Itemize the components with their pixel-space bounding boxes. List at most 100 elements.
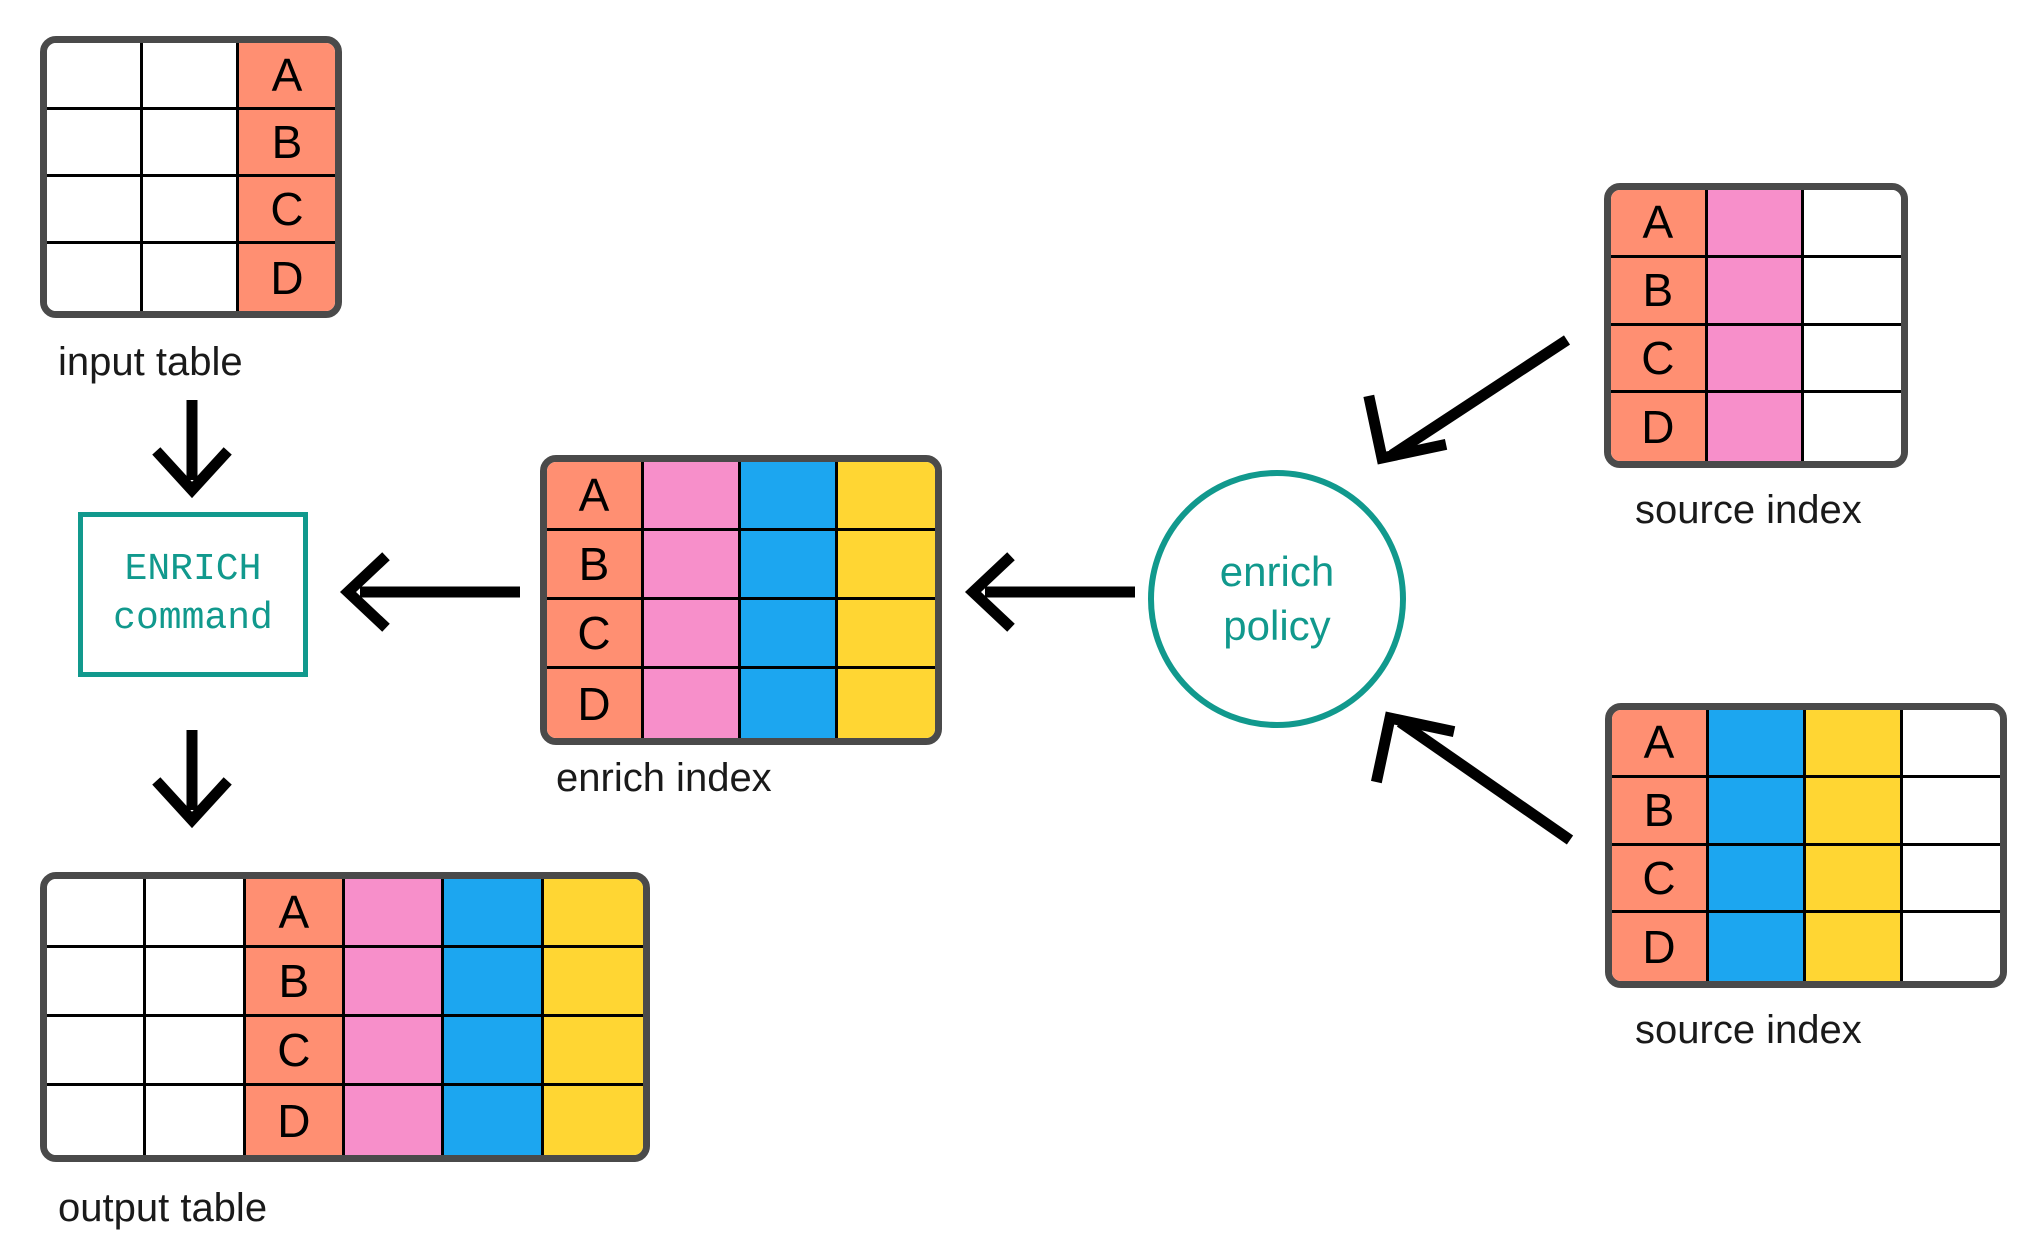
cell-blank-col-2-row-B — [146, 948, 246, 1017]
cell-pink-col-row-C — [345, 1017, 445, 1086]
source-index-top-caption: source index — [1635, 488, 1862, 532]
cell-blank-col-1-row-A — [47, 43, 143, 110]
cell-key-col-row-C: C — [547, 600, 644, 669]
cell-pink-col-row-C — [1707, 325, 1805, 394]
cell-pink-col-row-B — [644, 531, 741, 600]
arrow-input-table-to-enrich-command — [152, 400, 232, 499]
cell-blank-col-1-row-C — [47, 177, 143, 244]
cell-key-col-row-A: A — [245, 879, 345, 948]
cell-yellow-col-row-A — [838, 462, 935, 531]
cell-pink-col-row-B — [1707, 257, 1805, 326]
cell-blue-col-row-D — [1709, 913, 1806, 981]
cell-blank-col-row-A — [1804, 190, 1901, 258]
source-index-bottom-caption: source index — [1635, 1008, 1862, 1052]
cell-key-col-row-D: D — [239, 244, 335, 311]
cell-blue-col-row-A — [1709, 710, 1806, 778]
cell-key-col-row-D: D — [547, 669, 644, 738]
cell-pink-col-row-D — [1707, 393, 1805, 461]
cell-pink-col-row-A — [1707, 190, 1805, 258]
cell-blank-col-2-row-C — [143, 177, 239, 244]
cell-key-col-row-B: B — [1611, 257, 1708, 326]
cell-yellow-col-row-B — [543, 948, 643, 1017]
cell-pink-col-row-D — [644, 669, 741, 738]
cell-yellow-col-row-A — [1806, 710, 1903, 778]
cell-yellow-col-row-D — [543, 1086, 643, 1155]
cell-key-col-row-A: A — [547, 462, 644, 531]
input-table-caption: input table — [58, 340, 243, 384]
cell-yellow-col-row-B — [1806, 777, 1903, 846]
cell-blue-col-row-C — [741, 600, 838, 669]
cell-blank-col-row-D — [1903, 913, 2000, 981]
cell-blue-col-row-A — [444, 879, 544, 948]
cell-blue-col-row-A — [741, 462, 838, 531]
cell-blank-col-2-row-B — [143, 110, 239, 177]
cell-yellow-col-row-D — [838, 669, 935, 738]
cell-key-col-row-A: A — [1612, 710, 1709, 778]
cell-pink-col-row-D — [345, 1086, 445, 1155]
enrich-policy-circle[interactable]: enrich policy — [1148, 470, 1406, 728]
cell-key-col-row-B: B — [239, 110, 335, 177]
cell-blank-col-1-row-B — [47, 110, 143, 177]
arrow-source-index-top-to-enrich-policy — [1363, 335, 1571, 465]
cell-blue-col-row-C — [444, 1017, 544, 1086]
cell-blank-col-1-row-D — [47, 244, 143, 311]
cell-key-col-row-C: C — [239, 177, 335, 244]
cell-key-col-row-C: C — [1612, 845, 1709, 914]
arrow-enrich-policy-to-enrich-index — [964, 552, 1135, 632]
cell-key-col-row-B: B — [547, 531, 644, 600]
cell-blank-col-2-row-D — [146, 1086, 246, 1155]
cell-blue-col-row-B — [1709, 777, 1806, 846]
cell-yellow-col-row-C — [838, 600, 935, 669]
cell-blank-col-2-row-A — [143, 43, 239, 110]
cell-yellow-col-row-B — [838, 531, 935, 600]
cell-blank-col-1-row-B — [47, 948, 147, 1017]
cell-key-col-row-C: C — [245, 1017, 345, 1086]
cell-key-col-row-A: A — [239, 43, 335, 110]
cell-pink-col-row-A — [644, 462, 741, 531]
cell-blank-col-2-row-D — [143, 244, 239, 311]
cell-key-col-row-C: C — [1611, 325, 1708, 394]
cell-blue-col-row-B — [741, 531, 838, 600]
enrich-index-caption: enrich index — [556, 756, 772, 800]
arrow-enrich-index-to-enrich-command — [339, 552, 520, 632]
output-table-caption: output table — [58, 1186, 268, 1230]
arrow-source-index-bottom-to-enrich-policy — [1371, 711, 1574, 845]
cell-key-col-row-B: B — [1612, 777, 1709, 846]
cell-blue-col-row-D — [444, 1086, 544, 1155]
cell-blank-col-1-row-A — [47, 879, 147, 948]
cell-blank-col-2-row-C — [146, 1017, 246, 1086]
cell-blank-col-row-B — [1903, 777, 2000, 846]
cell-key-col-row-A: A — [1611, 190, 1708, 258]
cell-key-col-row-D: D — [245, 1086, 345, 1155]
enrich-command-line-2: command — [113, 596, 273, 640]
cell-blue-col-row-C — [1709, 845, 1806, 914]
cell-blank-col-row-A — [1903, 710, 2000, 778]
enrich-command-box[interactable]: ENRICH command — [78, 512, 308, 677]
cell-blank-col-row-C — [1804, 325, 1901, 394]
cell-blank-col-1-row-C — [47, 1017, 147, 1086]
cell-yellow-col-row-A — [543, 879, 643, 948]
cell-blue-col-row-D — [741, 669, 838, 738]
enrich-policy-line-2: policy — [1223, 602, 1331, 649]
cell-blank-col-row-C — [1903, 845, 2000, 914]
arrow-enrich-command-to-output-table — [152, 730, 232, 829]
cell-blank-col-row-D — [1804, 393, 1901, 461]
enrich-policy-line-1: enrich — [1219, 548, 1335, 596]
cell-key-col-row-D: D — [1612, 913, 1709, 981]
cell-yellow-col-row-C — [1806, 845, 1903, 914]
cell-yellow-col-row-D — [1806, 913, 1903, 981]
cell-key-col-row-B: B — [245, 948, 345, 1017]
cell-yellow-col-row-C — [543, 1017, 643, 1086]
cell-pink-col-row-B — [345, 948, 445, 1017]
cell-blank-col-row-B — [1804, 257, 1901, 326]
enrich-command-line-1: ENRICH — [124, 547, 262, 591]
cell-blank-col-2-row-A — [146, 879, 246, 948]
cell-key-col-row-D: D — [1611, 393, 1708, 461]
cell-blank-col-1-row-D — [47, 1086, 147, 1155]
